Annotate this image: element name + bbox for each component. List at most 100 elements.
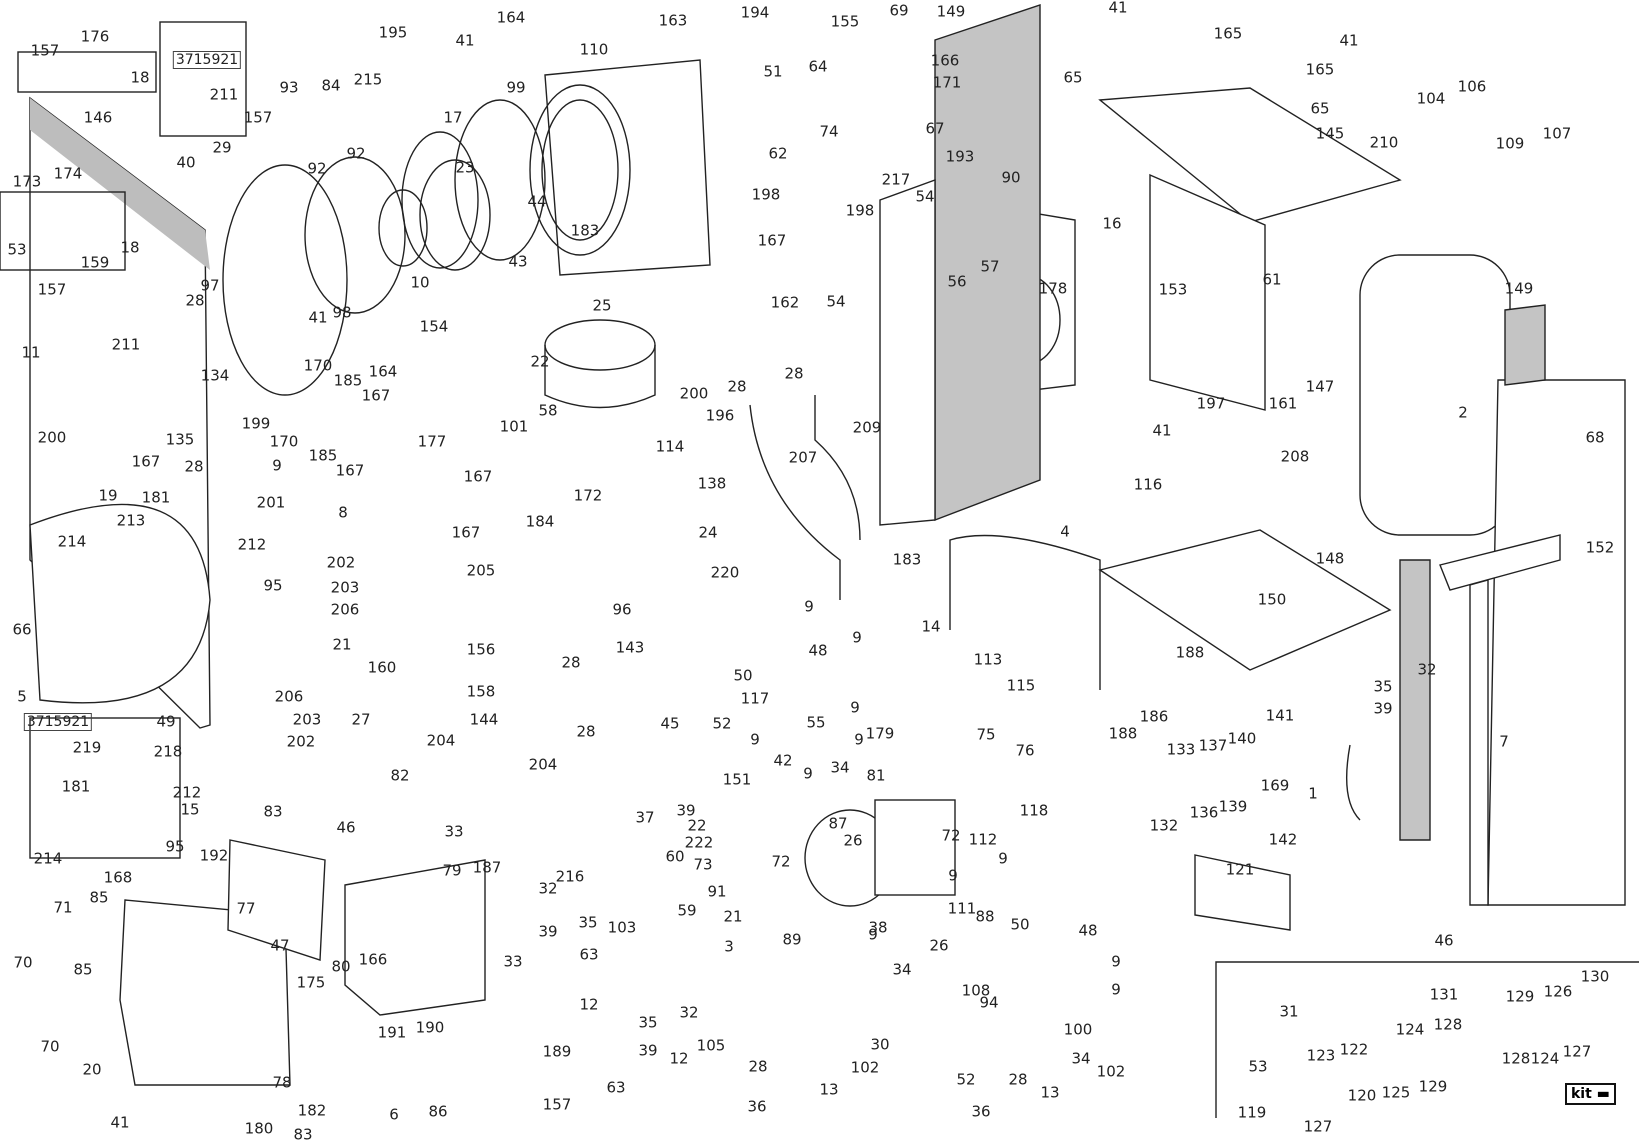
part-number-label: 129 (1505, 987, 1535, 1006)
part-number-label: 63 (606, 1078, 626, 1097)
part-number-label: 87 (828, 814, 848, 833)
part-number-label: 184 (525, 512, 555, 531)
part-number-label: 157 (30, 41, 60, 60)
part-number-label: 57 (980, 257, 1000, 276)
part-number-label: 12 (579, 995, 599, 1014)
part-number-label: 164 (496, 8, 526, 27)
part-number-label: 78 (272, 1073, 292, 1092)
part-number-label: 166 (930, 51, 960, 70)
part-number-label: 208 (1280, 447, 1310, 466)
part-number-label: 33 (444, 822, 464, 841)
part-number-label: 123 (1306, 1046, 1336, 1065)
part-number-label: 120 (1347, 1086, 1377, 1105)
part-number-label: 219 (72, 738, 102, 757)
part-number-label: 67 (925, 119, 945, 138)
part-number-label: 183 (570, 221, 600, 240)
part-number-label: 211 (111, 335, 141, 354)
part-number-label: 177 (417, 432, 447, 451)
pipe-1 (1346, 744, 1361, 821)
part-number-label: 10 (410, 273, 430, 292)
kit-text: kit (1571, 1086, 1592, 1102)
part-number-label: 28 (184, 457, 204, 476)
part-number-label: 90 (1001, 168, 1021, 187)
part-number-label: 92 (346, 144, 366, 163)
part-number-label: 160 (367, 658, 397, 677)
part-number-label: 165 (1305, 60, 1335, 79)
part-number-label: 210 (1369, 133, 1399, 152)
part-number-label: 34 (1071, 1049, 1091, 1068)
part-number-label: 203 (330, 578, 360, 597)
part-number-label: 83 (293, 1125, 313, 1144)
base-plate-148 (1098, 529, 1392, 671)
part-number-label: 35 (1373, 677, 1393, 696)
part-number-label: 70 (40, 1037, 60, 1056)
part-number-label: 38 (868, 918, 888, 937)
part-number-label: 91 (707, 882, 727, 901)
part-number-label: 9 (750, 730, 760, 749)
part-number-label: 96 (612, 600, 632, 619)
side-panel-7 (1469, 579, 1489, 906)
part-number-label: 34 (830, 758, 850, 777)
part-number-label: 108 (961, 981, 991, 1000)
part-number-label: 220 (710, 563, 740, 582)
part-number-label: 54 (826, 292, 846, 311)
part-code-box: 3715921 (172, 51, 242, 69)
part-number-label: 36 (971, 1102, 991, 1121)
part-number-label: 159 (80, 253, 110, 272)
part-number-label: 35 (578, 913, 598, 932)
part-number-label: 179 (865, 724, 895, 743)
part-number-label: 15 (180, 800, 200, 819)
part-number-label: 13 (819, 1080, 839, 1099)
part-number-label: 50 (1010, 915, 1030, 934)
side-panel-68 (1487, 379, 1626, 906)
part-number-label: 124 (1530, 1049, 1560, 1068)
part-number-label: 215 (353, 70, 383, 89)
part-number-label: 176 (80, 27, 110, 46)
part-number-label: 113 (973, 650, 1003, 669)
part-number-label: 134 (200, 366, 230, 385)
part-number-label: 32 (538, 879, 558, 898)
part-number-label: 119 (1237, 1103, 1267, 1122)
inset-box-siphon (159, 21, 247, 137)
part-number-label: 211 (209, 85, 239, 104)
part-number-label: 126 (1543, 982, 1573, 1001)
part-number-label: 187 (472, 858, 502, 877)
part-number-label: 127 (1303, 1117, 1333, 1136)
part-number-label: 43 (508, 252, 528, 271)
part-number-label: 9 (850, 698, 860, 717)
burner-23 (419, 159, 491, 271)
part-number-label: 11 (21, 343, 41, 362)
part-number-label: 80 (331, 957, 351, 976)
part-number-label: 76 (1015, 741, 1035, 760)
part-number-label: 205 (466, 561, 496, 580)
part-number-label: 48 (1078, 921, 1098, 940)
part-number-label: 51 (763, 62, 783, 81)
part-number-label: 137 (1198, 736, 1228, 755)
part-number-label: 41 (1152, 421, 1172, 440)
part-number-label: 175 (296, 973, 326, 992)
part-number-label: 157 (243, 108, 273, 127)
part-number-label: 114 (655, 437, 685, 456)
part-number-label: 166 (358, 950, 388, 969)
part-number-label: 155 (830, 12, 860, 31)
part-number-label: 93 (279, 78, 299, 97)
part-number-label: 167 (463, 467, 493, 486)
part-number-label: 6 (389, 1105, 399, 1124)
part-number-label: 59 (677, 901, 697, 920)
part-number-label: 61 (1262, 270, 1282, 289)
part-number-label: 167 (335, 461, 365, 480)
part-number-label: 28 (748, 1057, 768, 1076)
part-number-label: 2 (1458, 403, 1468, 422)
part-number-label: 142 (1268, 830, 1298, 849)
part-number-label: 20 (82, 1060, 102, 1079)
part-number-label: 131 (1429, 985, 1459, 1004)
side-panel-inner (879, 179, 936, 526)
part-number-label: 83 (263, 802, 283, 821)
part-number-label: 212 (172, 783, 202, 802)
part-number-label: 147 (1305, 377, 1335, 396)
part-number-label: 202 (286, 732, 316, 751)
part-number-label: 129 (1418, 1077, 1448, 1096)
pipe-209 (814, 395, 861, 541)
part-number-label: 185 (308, 446, 338, 465)
part-number-label: 56 (947, 272, 967, 291)
